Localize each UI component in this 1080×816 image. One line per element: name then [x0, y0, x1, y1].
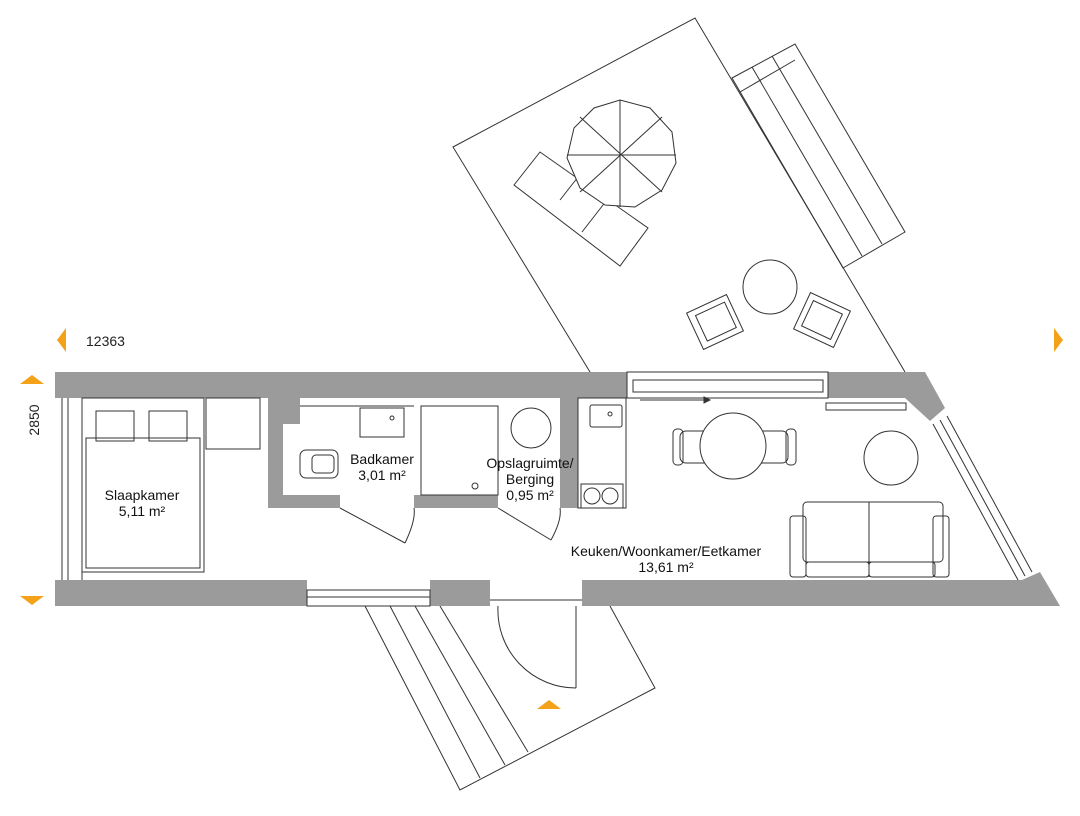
kitchen-counter — [577, 397, 627, 509]
room-name: Slaapkamer — [104, 487, 180, 503]
room-name: Opslagruimte/ — [486, 455, 574, 471]
room-name: Keuken/Woonkamer/Eetkamer — [570, 543, 762, 559]
walls — [55, 372, 1060, 606]
width-dimension: 2850 — [26, 404, 42, 436]
bathroom-fixtures — [299, 405, 561, 544]
length-dimension: 12363 — [86, 333, 125, 349]
arrow-right-icon — [1054, 328, 1063, 352]
top-terrace — [452, 17, 906, 373]
room-name: Badkamer — [350, 451, 414, 467]
room-area: 13,61 m² — [638, 559, 694, 575]
room-label-bedroom: Slaapkamer 5,11 m² — [105, 487, 180, 519]
living-furniture — [672, 412, 950, 578]
room-area: 3,01 m² — [358, 467, 406, 483]
arrow-up-icon — [20, 375, 44, 384]
entrance-arrow-icon — [537, 700, 561, 709]
bottom-terrace — [364, 599, 656, 791]
room-area: 0,95 m² — [506, 487, 554, 503]
room-area: 5,11 m² — [118, 503, 166, 519]
room-label-bathroom: Badkamer 3,01 m² — [350, 451, 414, 483]
arrow-left-icon — [57, 328, 66, 352]
room-label-living: Keuken/Woonkamer/Eetkamer 13,61 m² — [571, 543, 761, 575]
bedroom-furniture — [81, 397, 261, 573]
arrow-down-icon — [20, 596, 44, 605]
dimension-markers — [20, 328, 1063, 709]
room-name-line2: Berging — [505, 471, 555, 487]
room-label-storage: Opslagruimte/ Berging 0,95 m² — [486, 455, 573, 503]
